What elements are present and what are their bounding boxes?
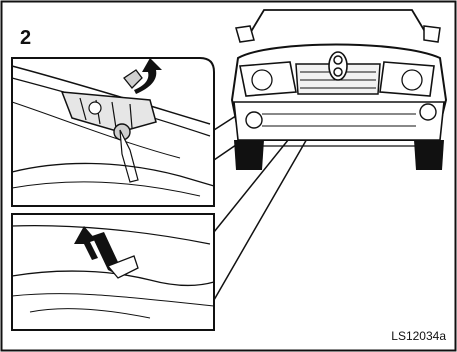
vehicle-front-view [232,10,446,170]
right-mirror [424,26,440,42]
release-lever [124,70,142,88]
left-wheel [234,140,264,170]
latch-closeup-panel [12,58,214,206]
front-bumper [234,102,444,140]
right-wheel [414,140,444,170]
support-rod-closeup-panel [12,214,214,330]
left-headlight [240,62,296,96]
right-headlight [380,62,434,96]
lift-direction-arrow [74,226,98,260]
figure-code: LS12034a [391,329,446,343]
left-mirror [236,26,254,42]
step-number: 2 [20,27,31,49]
